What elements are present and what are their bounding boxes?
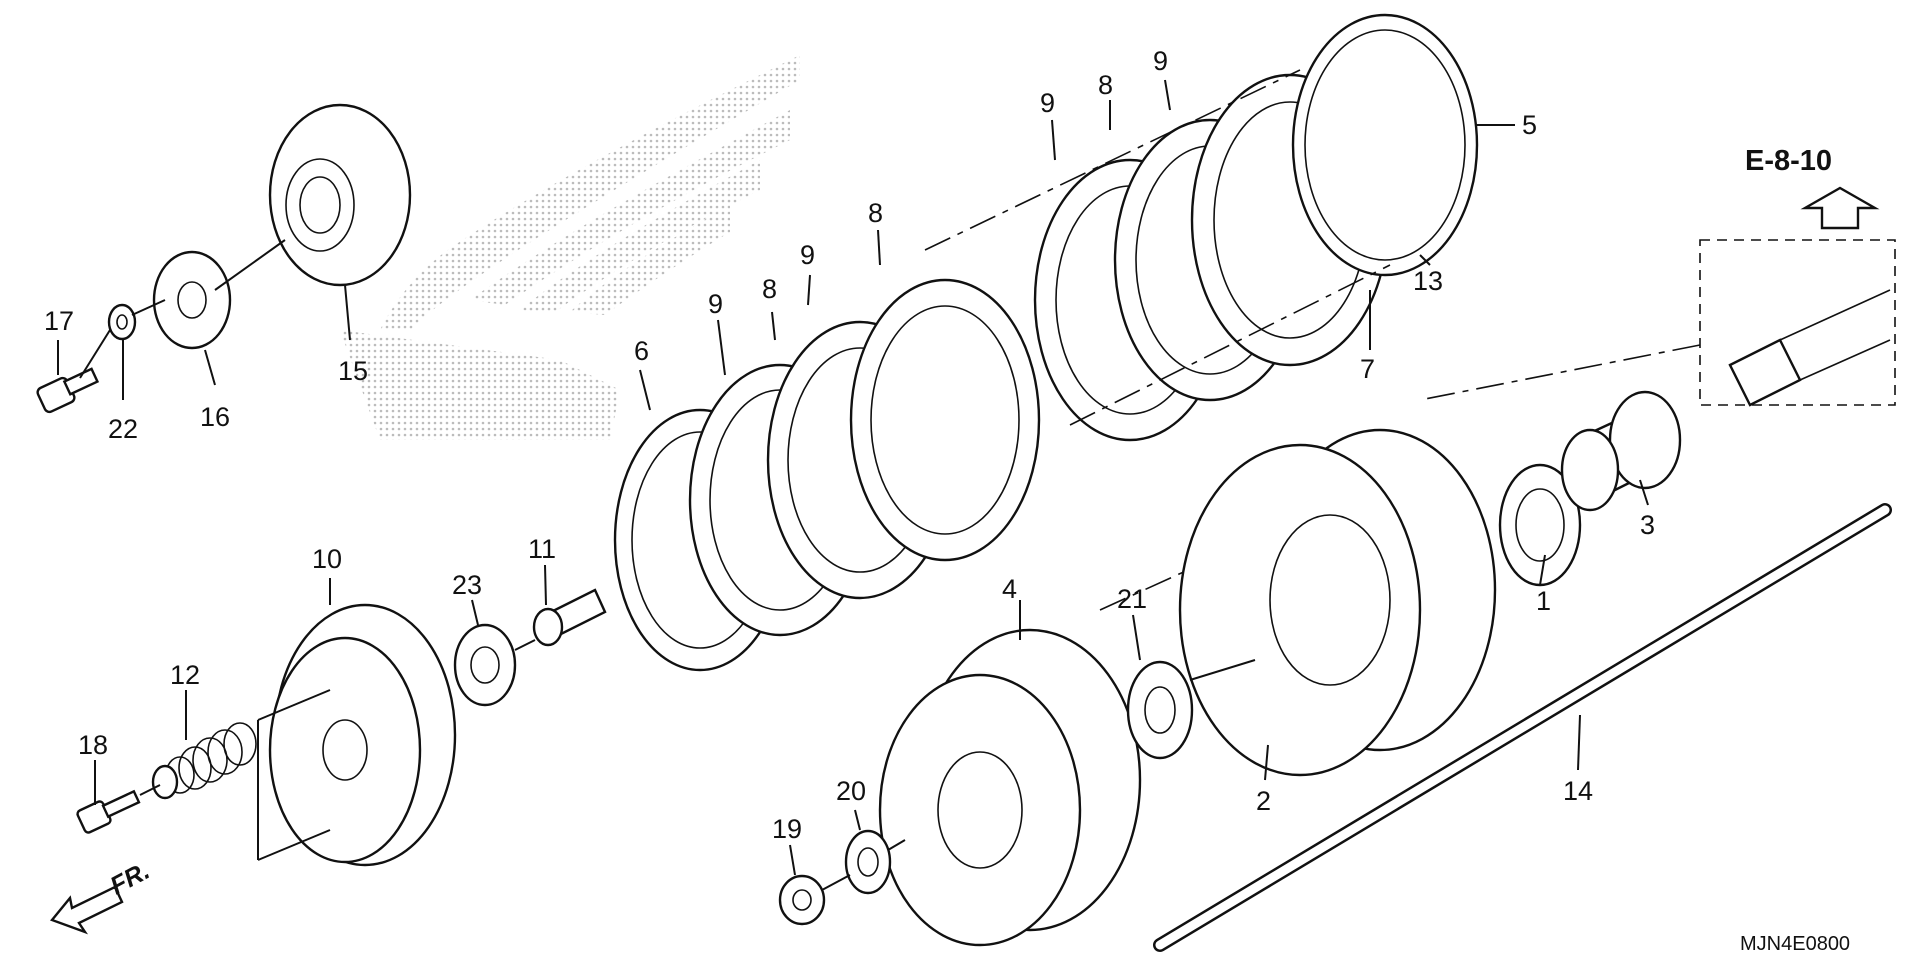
callout-18: 18	[78, 730, 108, 760]
callout-19: 19	[772, 814, 802, 844]
callout-5: 5	[1522, 110, 1537, 140]
part-11-lifter-piece	[532, 588, 607, 647]
callout-16: 16	[200, 402, 230, 432]
callout-4: 4	[1002, 574, 1017, 604]
callout-9d: 9	[1153, 46, 1168, 76]
part-18-bolt	[76, 789, 141, 834]
callout-8c: 8	[1098, 70, 1113, 100]
callout-1: 1	[1536, 586, 1551, 616]
part-20-washer	[844, 829, 892, 895]
part-10-pressure-plate	[268, 603, 457, 867]
callout-11: 11	[528, 534, 556, 564]
callout-8a: 8	[762, 274, 777, 304]
callout-14: 14	[1563, 776, 1593, 806]
callout-8b: 8	[868, 198, 883, 228]
callout-3: 3	[1640, 510, 1655, 540]
part-2-clutch-outer	[1178, 428, 1497, 777]
callout-23: 23	[452, 570, 482, 600]
callout-labels: 17 22 16 15 6 9 8 9 8 9 8 9 5 13 7 4 21 …	[44, 46, 1655, 844]
leader-lines	[57, 79, 1649, 876]
wing-logo-watermark	[340, 55, 800, 440]
part-16-lock-washer	[152, 250, 232, 350]
front-direction-arrow-icon	[49, 885, 124, 935]
part-21-washer	[1126, 660, 1194, 760]
part-23-bearing	[453, 623, 517, 707]
part-19-lock-nut	[778, 874, 826, 926]
part-17-bolt	[36, 367, 100, 414]
callout-17: 17	[44, 306, 74, 336]
callout-7: 7	[1360, 354, 1375, 384]
part-12-clutch-spring	[151, 722, 257, 800]
part-3-collar	[1560, 390, 1682, 512]
drawing-code: MJN4E0800	[1740, 933, 1850, 955]
callout-9b: 9	[800, 240, 815, 270]
callout-6: 6	[634, 336, 649, 366]
callout-13: 13	[1413, 266, 1443, 296]
callout-9c: 9	[1040, 88, 1055, 118]
callout-21: 21	[1117, 584, 1147, 614]
reference-box	[1699, 239, 1896, 407]
reference-label: E-8-10	[1745, 145, 1832, 177]
assembly-axis	[924, 69, 1301, 251]
callout-9a: 9	[708, 289, 723, 319]
callout-22: 22	[108, 414, 138, 444]
part-15-gear	[268, 103, 412, 287]
part-22-washer	[107, 303, 137, 341]
part-4-clutch-center	[878, 628, 1142, 947]
callout-15: 15	[338, 356, 368, 386]
callout-10: 10	[312, 544, 342, 574]
callout-20: 20	[836, 776, 866, 806]
part-5-judder-spring	[1291, 13, 1479, 277]
clutch-plate-stack	[613, 73, 1390, 672]
callout-12: 12	[170, 660, 200, 690]
callout-2: 2	[1256, 786, 1271, 816]
arrow-up-icon	[1800, 186, 1880, 230]
